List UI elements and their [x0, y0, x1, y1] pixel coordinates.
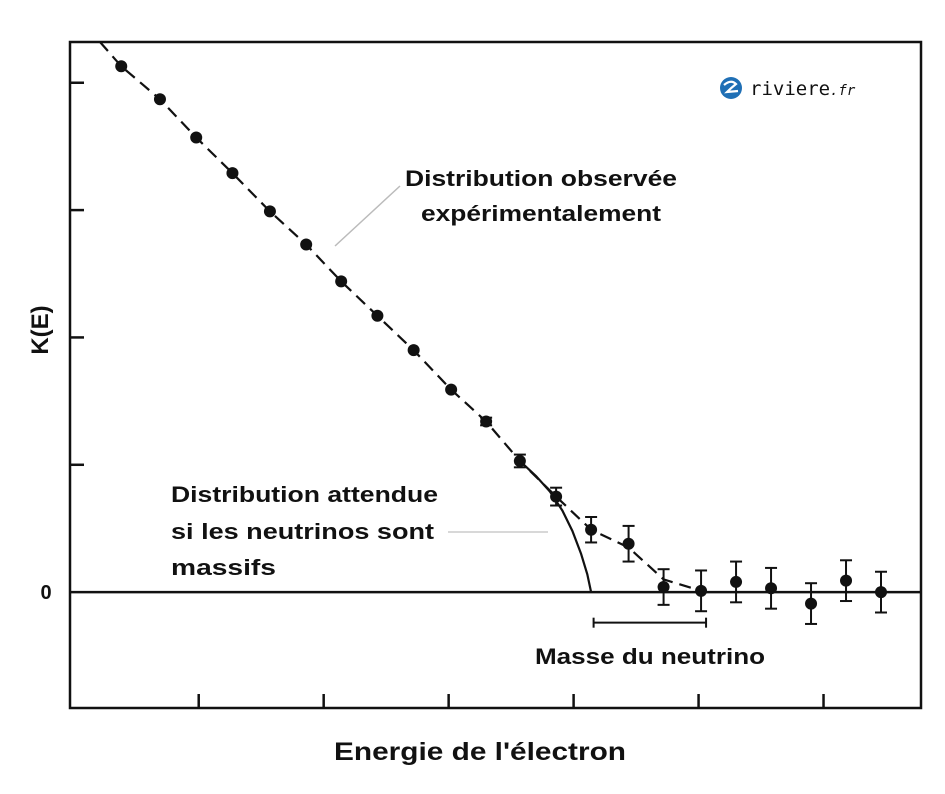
axis-ticks: [70, 81, 825, 708]
y-axis-label: K(E): [27, 305, 54, 354]
data-point: [445, 383, 458, 396]
data-point: [550, 490, 563, 503]
data-point: [875, 586, 888, 599]
logo: riviere .fr: [720, 77, 856, 100]
annotation-expected-line1: Distribution attendue: [171, 482, 438, 507]
x-axis-label: Energie de l'électron: [334, 738, 626, 766]
data-point: [480, 415, 493, 428]
data-point: [513, 454, 526, 467]
neutrino-mass-bracket: [592, 617, 708, 628]
annotation-observed-line2: expérimentalement: [421, 201, 662, 226]
logo-suffix: .fr: [830, 83, 856, 99]
annotation-mass: Masse du neutrino: [535, 644, 765, 669]
data-point: [190, 131, 203, 144]
data-point: [115, 60, 128, 73]
annotation-expected-line3: massifs: [171, 555, 276, 580]
data-point: [657, 581, 670, 594]
data-point: [695, 584, 708, 597]
annotation-expected-line2: si les neutrinos sont: [171, 519, 435, 544]
data-point: [407, 344, 420, 357]
data-point: [335, 275, 348, 288]
data-point: [263, 205, 276, 218]
observed-leader-line: [334, 185, 401, 247]
logo-icon-figure: [723, 80, 739, 94]
y-tick-label-0: 0: [40, 582, 51, 604]
plot-frame: [68, 40, 923, 710]
data-point: [371, 309, 384, 322]
data-point: [840, 574, 853, 587]
data-point: [805, 597, 818, 610]
observed-distribution-line: [99, 41, 702, 592]
data-point: [730, 575, 743, 588]
logo-text: riviere: [750, 78, 830, 100]
annotation-observed-line1: Distribution observée: [405, 166, 677, 191]
data-points: [115, 60, 888, 625]
data-point: [622, 537, 635, 550]
data-point: [585, 523, 598, 536]
data-point: [300, 238, 313, 251]
data-point: [765, 582, 778, 595]
data-point: [153, 93, 166, 106]
expected-distribution-curve: [519, 460, 593, 593]
data-point: [226, 167, 239, 180]
